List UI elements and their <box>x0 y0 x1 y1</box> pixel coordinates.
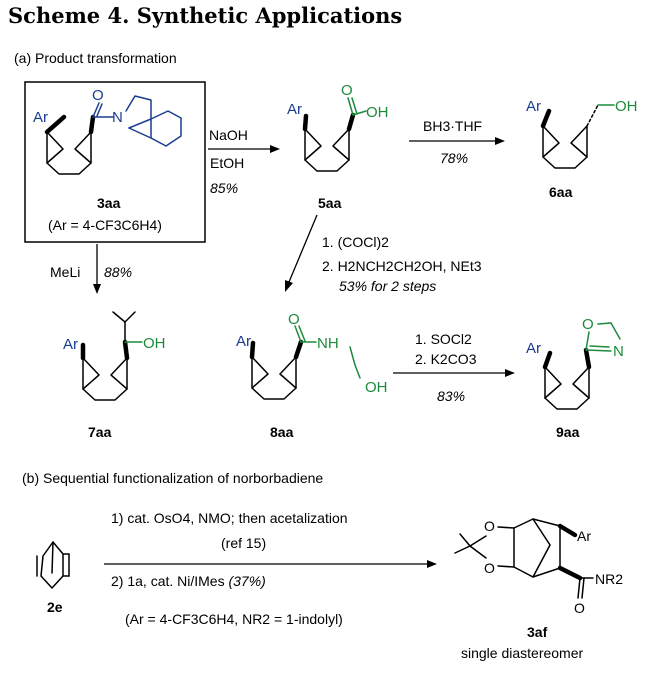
compound-7aa-oh-label: OH <box>143 335 166 352</box>
compound-3aa-ar-label: Ar <box>33 109 48 126</box>
compound-5aa-label: 5aa <box>318 195 342 211</box>
compound-3af-o2-label: O <box>484 560 495 576</box>
reference-15: (ref 15) <box>221 535 266 551</box>
arrow-2e-to-3af: 1) cat. OsO4, NMO; then acetalization (r… <box>104 510 437 627</box>
compound-8aa-oh-label: OH <box>365 379 388 396</box>
substituent-definition: (Ar = 4-CF3C6H4, NR2 = 1-indolyl) <box>125 611 343 627</box>
reagent-k2co3: 2. K2CO3 <box>415 351 477 367</box>
arrow-3aa-to-5aa: NaOH EtOH 85% <box>208 127 280 196</box>
arrow-5aa-to-8aa: 1. (COCl)2 2. H2NCH2CH2OH, NEt3 53% for … <box>285 214 482 294</box>
arrow-5aa-to-6aa: BH3·THF 78% <box>409 118 505 166</box>
compound-9aa-ar-label: Ar <box>526 340 541 357</box>
yield-9aa: 83% <box>437 388 465 404</box>
compound-3af-stereo-note: single diastereomer <box>461 645 584 661</box>
compound-6aa-label: 6aa <box>549 184 573 200</box>
compound-8aa-label: 8aa <box>270 424 294 440</box>
compound-3aa-ar-definition: (Ar = 4-CF3C6H4) <box>48 217 162 233</box>
compound-6aa: Ar OH 6aa <box>526 98 638 200</box>
section-a-heading: (a) Product transformation <box>14 50 177 66</box>
reagent-oso4-nmo: 1) cat. OsO4, NMO; then acetalization <box>111 510 348 526</box>
compound-7aa-ar-label: Ar <box>63 336 78 353</box>
reagent-socl2: 1. SOCl2 <box>415 331 472 347</box>
compound-3aa-label: 3aa <box>97 195 121 211</box>
scheme-title: Scheme 4. Synthetic Applications <box>8 3 402 28</box>
reagent-bh3-thf: BH3·THF <box>423 118 482 134</box>
compound-8aa: Ar O NH OH 8aa <box>236 311 388 440</box>
reagent-ethanolamine: 2. H2NCH2CH2OH, NEt3 <box>322 258 482 274</box>
reagent-ni-imes: 2) 1a, cat. Ni/IMes (37%) <box>111 573 266 589</box>
compound-5aa: Ar O OH 5aa <box>287 82 389 211</box>
compound-9aa-n-label: N <box>613 343 624 360</box>
compound-3af-nr2-label: NR2 <box>595 571 623 587</box>
reagent-etoh: EtOH <box>210 155 244 171</box>
compound-3aa-n-label: N <box>112 109 123 126</box>
compound-9aa-o-label: O <box>582 316 594 333</box>
compound-2e: 2e <box>36 541 70 615</box>
compound-8aa-o-label: O <box>288 311 300 328</box>
compound-2e-label: 2e <box>47 599 63 615</box>
yield-3af: (37%) <box>228 573 265 589</box>
reagent-ni-imes-text: 2) 1a, cat. Ni/IMes <box>111 573 228 589</box>
compound-8aa-ar-label: Ar <box>236 333 251 350</box>
compound-7aa: Ar OH 7aa <box>63 311 166 440</box>
compound-7aa-label: 7aa <box>88 424 112 440</box>
section-b-heading: (b) Sequential functionalization of norb… <box>22 470 323 486</box>
reagent-meli: MeLi <box>50 264 80 280</box>
compound-3aa-box <box>24 81 206 243</box>
compound-5aa-oh-label: OH <box>366 104 389 121</box>
compound-5aa-ar-label: Ar <box>287 101 302 118</box>
yield-7aa: 88% <box>104 264 132 280</box>
compound-9aa-label: 9aa <box>556 424 580 440</box>
compound-9aa: Ar O N 9aa <box>526 316 624 440</box>
yield-5aa: 85% <box>210 180 238 196</box>
compound-5aa-o-label: O <box>341 82 353 99</box>
yield-8aa: 53% for 2 steps <box>339 278 436 294</box>
compound-3aa-o-label: O <box>92 87 104 104</box>
arrow-3aa-to-7aa: MeLi 88% <box>50 244 132 294</box>
compound-8aa-nh-label: NH <box>317 335 339 352</box>
compound-6aa-oh-label: OH <box>615 98 638 115</box>
compound-3af-o1-label: O <box>484 518 495 534</box>
reagent-oxalyl-chloride: 1. (COCl)2 <box>322 234 389 250</box>
compound-3af-ar-label: Ar <box>577 528 591 544</box>
arrow-8aa-to-9aa: 1. SOCl2 2. K2CO3 83% <box>393 331 515 404</box>
yield-6aa: 78% <box>440 150 468 166</box>
compound-3af: O O Ar NR2 O 3af single diastereomer <box>454 518 623 661</box>
compound-3af-label: 3af <box>527 624 548 640</box>
compound-6aa-ar-label: Ar <box>526 98 541 115</box>
compound-3aa: Ar O N 3aa (Ar = 4-CF3C6H4) <box>24 81 206 243</box>
compound-3af-o-label: O <box>574 600 585 616</box>
reagent-naoh: NaOH <box>209 127 248 143</box>
